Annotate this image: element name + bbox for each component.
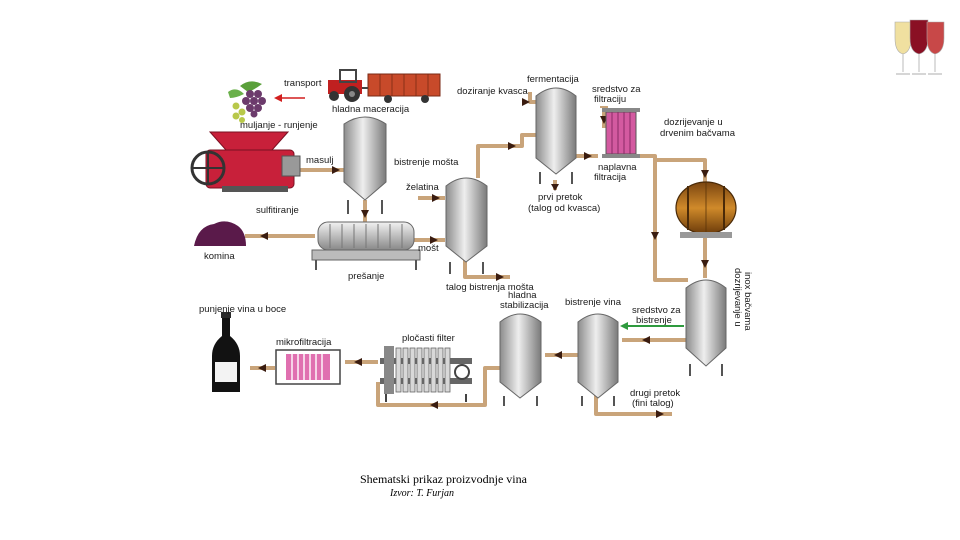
arrow-down-left <box>651 232 659 240</box>
wine-clarification-tank-icon <box>577 313 619 406</box>
must-settling-tank-icon <box>445 177 488 274</box>
arrow-to-fermentation <box>508 142 516 150</box>
label-naplavna-1: naplavna <box>598 162 637 173</box>
label-fini-talog: (fini talog) <box>632 398 674 409</box>
label-zelatina: želatina <box>406 182 439 193</box>
crusher-destemmer-icon <box>190 131 301 192</box>
pipe-stabilization-to-plate-filter <box>376 366 500 407</box>
process-labels: transport hladna maceracija muljanje - r… <box>199 74 753 409</box>
label-dozrijevanje-inox-1: dozrijevanje u <box>732 268 743 327</box>
transport-arrow-head <box>274 94 282 102</box>
label-presanje: prešanje <box>348 271 384 282</box>
label-sulfitiranje: sulfitiranje <box>256 205 299 216</box>
arrow-to-barrel <box>701 170 709 178</box>
label-naplavna-2: filtracija <box>594 172 627 183</box>
arrow-first-racking <box>551 184 559 191</box>
grapes-icon <box>228 81 266 123</box>
microfiltration-unit-icon <box>275 349 341 385</box>
pipe-press-to-settling <box>408 236 445 242</box>
label-dozrijevanje-drvo-2: drvenim bačvama <box>660 128 736 139</box>
pipe-barrel-to-inox <box>653 160 688 282</box>
pomace-pile-icon <box>194 221 246 246</box>
pipe-settling-lees <box>463 260 510 279</box>
arrow-most <box>430 236 438 244</box>
label-talog-od-kvasca: (talog od kvasca) <box>528 203 600 214</box>
plate-filter-icon <box>380 346 472 402</box>
pneumatic-press-icon <box>311 221 421 270</box>
label-mikrofiltracija: mikrofiltracija <box>276 337 332 348</box>
label-most: mošt <box>418 243 439 254</box>
arrow-to-filtration <box>584 152 592 160</box>
label-sredstvo-bistrenje-2: bistrenje <box>636 315 672 326</box>
fermentation-tank-icon <box>535 87 577 184</box>
tractor-trailer-icon <box>328 69 441 103</box>
label-bistrenje-mosta: bistrenje mošta <box>394 157 459 168</box>
label-masulj: masulj <box>306 155 333 166</box>
label-prvi-pretok: prvi pretok <box>538 192 583 203</box>
label-muljanje: muljanje - runjenje <box>240 120 318 131</box>
label-hladna-stabilizacija-2: stabilizacija <box>500 300 549 311</box>
wine-bottle-icon <box>212 312 240 392</box>
arrow-to-plate-filter <box>430 401 438 409</box>
diagram-source: Izvor: T. Furjan <box>390 488 454 499</box>
label-dozrijevanje-inox-2: inox bačvama <box>742 272 753 331</box>
pipe-filtration-to-barrel <box>636 154 707 182</box>
diagram-caption: Shematski prikaz proizvodnje vina <box>360 472 527 486</box>
label-komina: komina <box>204 251 235 262</box>
label-sredstvo-bistrenje-1: sredstvo za <box>632 305 681 316</box>
filter-aid-arrow <box>600 106 608 108</box>
arrow-to-microfiltration <box>354 358 362 366</box>
arrow-settling-lees <box>496 273 504 281</box>
wine-glasses-icon <box>894 19 945 75</box>
label-drugi-pretok: drugi pretok <box>630 388 680 399</box>
arrow-to-bottle <box>258 364 266 372</box>
maceration-tank-icon <box>343 116 387 214</box>
label-punjenje: punjenje vina u boce <box>199 304 286 315</box>
arrow-masulj <box>332 166 340 174</box>
wooden-barrel-icon <box>675 181 737 238</box>
arrow-yeast <box>522 98 530 106</box>
label-transport: transport <box>284 78 322 89</box>
arrow-gelatin <box>432 194 440 202</box>
arrow-to-pomace <box>260 232 268 240</box>
label-doziranje-kvasca: doziranje kvasca <box>457 86 528 97</box>
label-fermentacija: fermentacija <box>527 74 579 85</box>
label-hladna-maceracija: hladna maceracija <box>332 104 410 115</box>
label-talog-bistrenja: talog bistrenja mošta <box>446 282 534 293</box>
clarifying-agent-arrow-head <box>620 322 628 330</box>
label-sredstvo-filtracija-2: filtraciju <box>594 94 626 105</box>
arrow-second-racking <box>656 410 664 418</box>
pipe-clarification-second-racking <box>594 395 672 416</box>
label-plocasti-filter: pločasti filter <box>402 333 455 344</box>
alluvial-filter-icon <box>602 108 640 158</box>
flow-arrows <box>258 98 709 418</box>
label-hladna-stabilizacija-1: hladna <box>508 290 537 301</box>
label-dozrijevanje-drvo-1: dozrijevanje u <box>664 117 723 128</box>
arrow-to-stabilization <box>554 351 562 359</box>
cold-stabilization-tank-icon <box>499 313 542 406</box>
label-bistrenje-vina: bistrenje vina <box>565 297 622 308</box>
arrow-barrel-down <box>701 260 709 268</box>
inox-maturation-tank-icon <box>685 279 727 376</box>
label-sredstvo-filtracija-1: sredstvo za <box>592 84 641 95</box>
pipe-settling-to-fermentation <box>476 133 538 178</box>
arrow-to-press <box>361 210 369 218</box>
arrow-to-clarification <box>642 336 650 344</box>
